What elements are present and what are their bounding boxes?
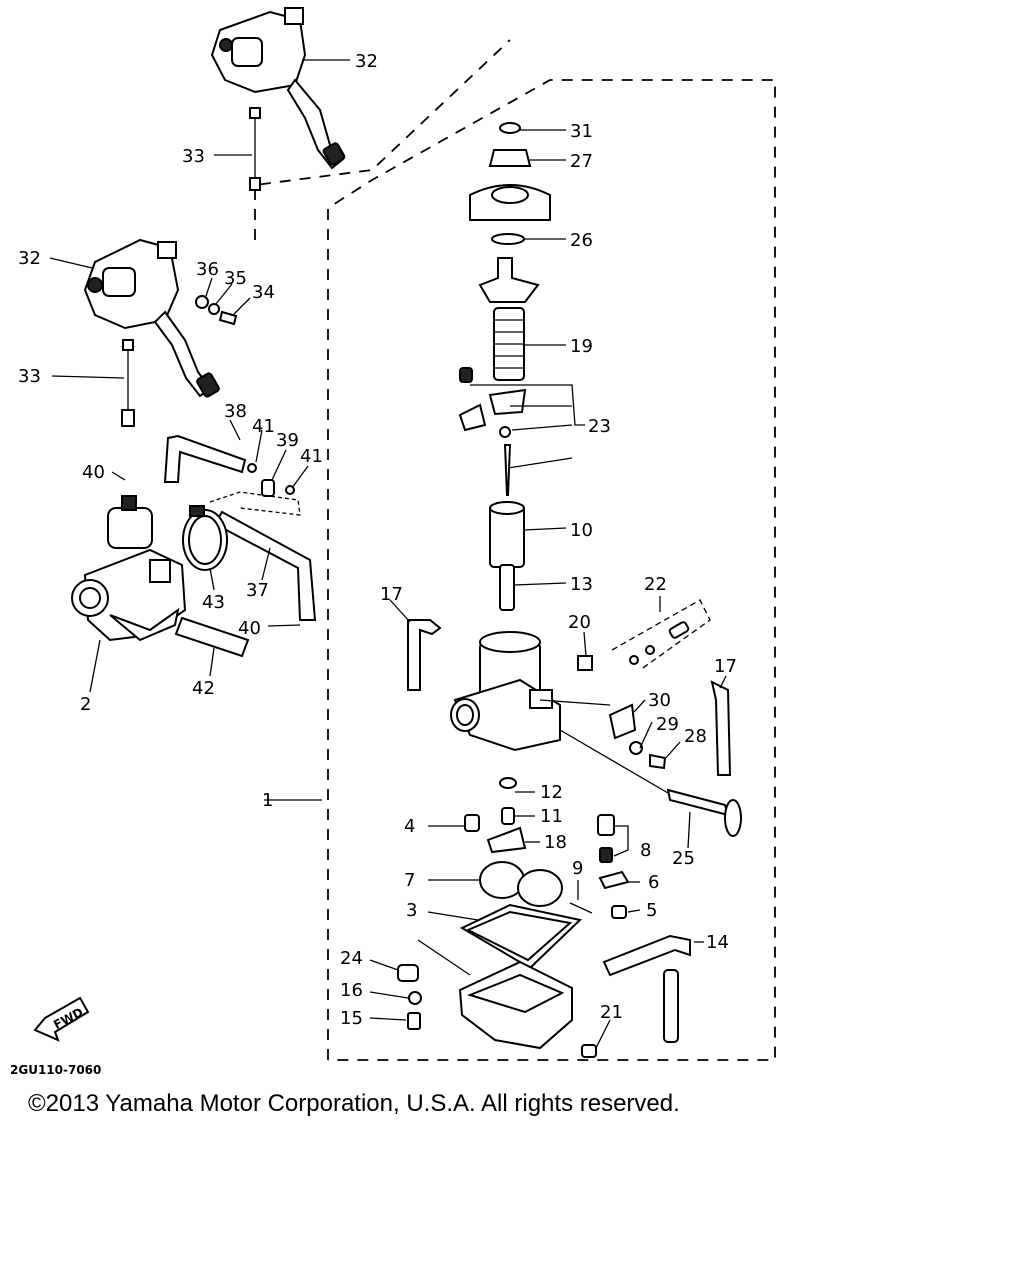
carburetor-assembly-small: [71, 495, 187, 642]
label-2: 2: [80, 694, 91, 715]
spring-19: [493, 307, 525, 381]
throttle-housing-upper: [210, 7, 346, 170]
label-25: 25: [672, 848, 695, 869]
label-19: 19: [570, 336, 593, 357]
label-17: 17: [714, 656, 737, 677]
label-9: 9: [572, 858, 583, 879]
label-21: 21: [600, 1002, 623, 1023]
label-37: 37: [246, 580, 269, 601]
label-41: 41: [252, 416, 275, 437]
carburetor-body: [450, 631, 561, 752]
label-3: 3: [406, 900, 417, 921]
label-29: 29: [656, 714, 679, 735]
label-31: 31: [570, 121, 593, 142]
label-1: 1: [262, 790, 273, 811]
cap-stack: [469, 122, 551, 303]
throttle-housing-lower: [83, 238, 220, 398]
label-18: 18: [544, 832, 567, 853]
label-30: 30: [648, 690, 671, 711]
label-26: 26: [570, 230, 593, 251]
label-28: 28: [684, 726, 707, 747]
fittings-39-41: [209, 463, 301, 516]
label-4: 4: [404, 816, 415, 837]
part-labels: 32 33 32 36 35 34 33 38 41 39 41 40 43 3…: [18, 51, 737, 1029]
label-34: 34: [252, 282, 275, 303]
leader-lines: [49, 59, 727, 1049]
needle-jet-13: [499, 564, 515, 611]
label-40: 40: [238, 618, 261, 639]
label-22: 22: [644, 574, 667, 595]
label-17: 17: [380, 584, 403, 605]
cable-33-upper: [249, 107, 261, 191]
parts-20-30-29-28: [539, 655, 667, 770]
label-20: 20: [568, 612, 591, 633]
label-10: 10: [570, 520, 593, 541]
label-6: 6: [648, 872, 659, 893]
label-13: 13: [570, 574, 593, 595]
label-27: 27: [570, 151, 593, 172]
screw-set-34-36: [195, 295, 238, 326]
label-15: 15: [340, 1008, 363, 1029]
label-32: 32: [355, 51, 378, 72]
label-8: 8: [640, 840, 651, 861]
label-42: 42: [192, 678, 215, 699]
label-7: 7: [404, 870, 415, 891]
starter-plunger-25: [559, 729, 742, 837]
label-33: 33: [18, 366, 41, 387]
assembly-boundary: [254, 39, 776, 1061]
fwd-arrow-icon: FWD: [33, 996, 90, 1042]
pilot-screw-22: [611, 599, 711, 671]
label-40: 40: [82, 462, 105, 483]
drain-hose-14: [602, 934, 691, 1043]
label-23: 23: [588, 416, 611, 437]
label-36: 36: [196, 259, 219, 280]
copyright-notice: ©2013 Yamaha Motor Corporation, U.S.A. A…: [28, 1090, 680, 1117]
label-39: 39: [276, 430, 299, 451]
label-32: 32: [18, 248, 41, 269]
float-bowl: [397, 903, 597, 1058]
diagram-code: 2GU110-7060: [10, 1063, 101, 1077]
label-12: 12: [540, 782, 563, 803]
hoses-left: [163, 434, 317, 658]
label-33: 33: [182, 146, 205, 167]
label-35: 35: [224, 268, 247, 289]
label-16: 16: [340, 980, 363, 1001]
label-41: 41: [300, 446, 323, 467]
label-43: 43: [202, 592, 225, 613]
label-38: 38: [224, 401, 247, 422]
hoses-17: [407, 619, 732, 776]
label-11: 11: [540, 806, 563, 827]
throttle-valve-10: [489, 501, 525, 568]
label-14: 14: [706, 932, 729, 953]
label-24: 24: [340, 948, 363, 969]
needle-set-23: [458, 367, 527, 496]
label-5: 5: [646, 900, 657, 921]
cable-33-lower: [121, 339, 135, 427]
jets-and-float: [464, 777, 630, 919]
